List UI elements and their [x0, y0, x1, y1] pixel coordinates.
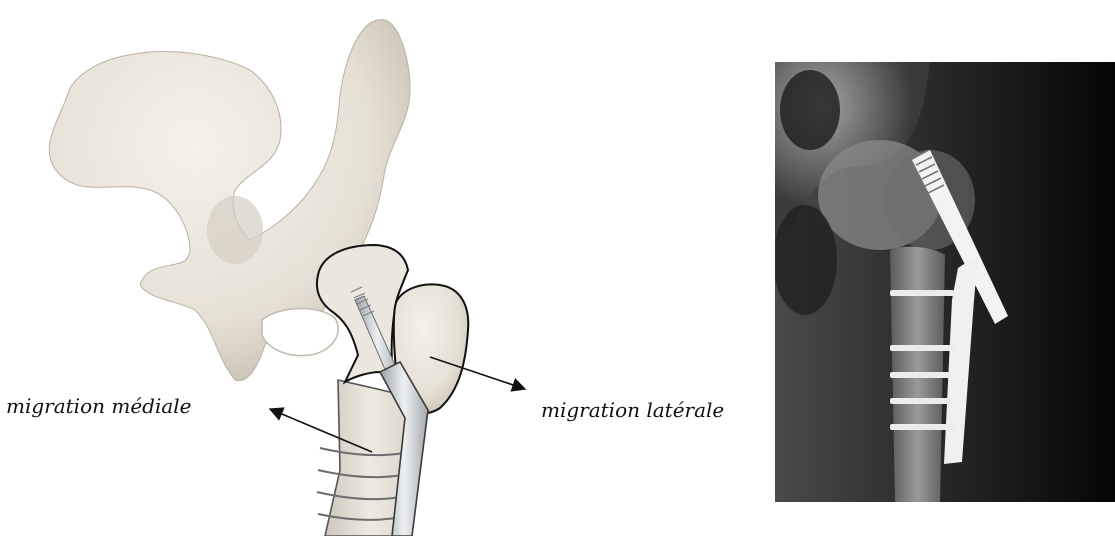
xray-image — [773, 62, 1115, 502]
acetabulum — [207, 196, 263, 264]
obturator-foramen — [262, 308, 338, 355]
label-migration-lateral: migration latérale — [541, 398, 724, 422]
hip-illustration — [49, 20, 525, 536]
label-migration-medial: migration médiale — [6, 394, 192, 418]
